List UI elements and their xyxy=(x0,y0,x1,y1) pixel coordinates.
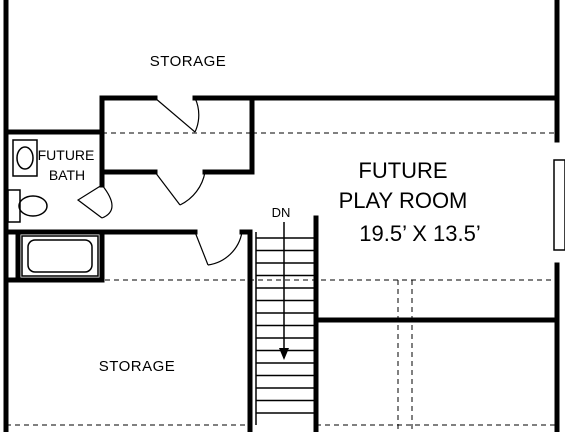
play-room-title-line2: PLAY ROOM xyxy=(339,188,468,213)
staircase xyxy=(255,232,314,425)
window xyxy=(553,159,565,251)
bath-label-line2: BATH xyxy=(49,167,85,183)
sink xyxy=(12,139,38,177)
door-bath xyxy=(76,184,113,219)
bathtub xyxy=(21,235,99,277)
play-room-dimensions: 19.5’ X 13.5’ xyxy=(359,221,481,246)
toilet xyxy=(7,189,48,223)
door-closet-mid xyxy=(154,171,206,206)
storage-top-label: STORAGE xyxy=(150,53,227,70)
dashed-lines xyxy=(6,132,557,432)
bath-label-line1: FUTURE xyxy=(38,147,95,163)
door-closet-top xyxy=(154,97,200,133)
stair-direction-label: DN xyxy=(272,205,291,220)
door-play-room xyxy=(194,231,243,266)
storage-bottom-label: STORAGE xyxy=(99,358,176,375)
play-room-title-line1: FUTURE xyxy=(358,158,447,183)
exterior-walls xyxy=(3,0,560,432)
stair-arrow xyxy=(279,222,289,360)
